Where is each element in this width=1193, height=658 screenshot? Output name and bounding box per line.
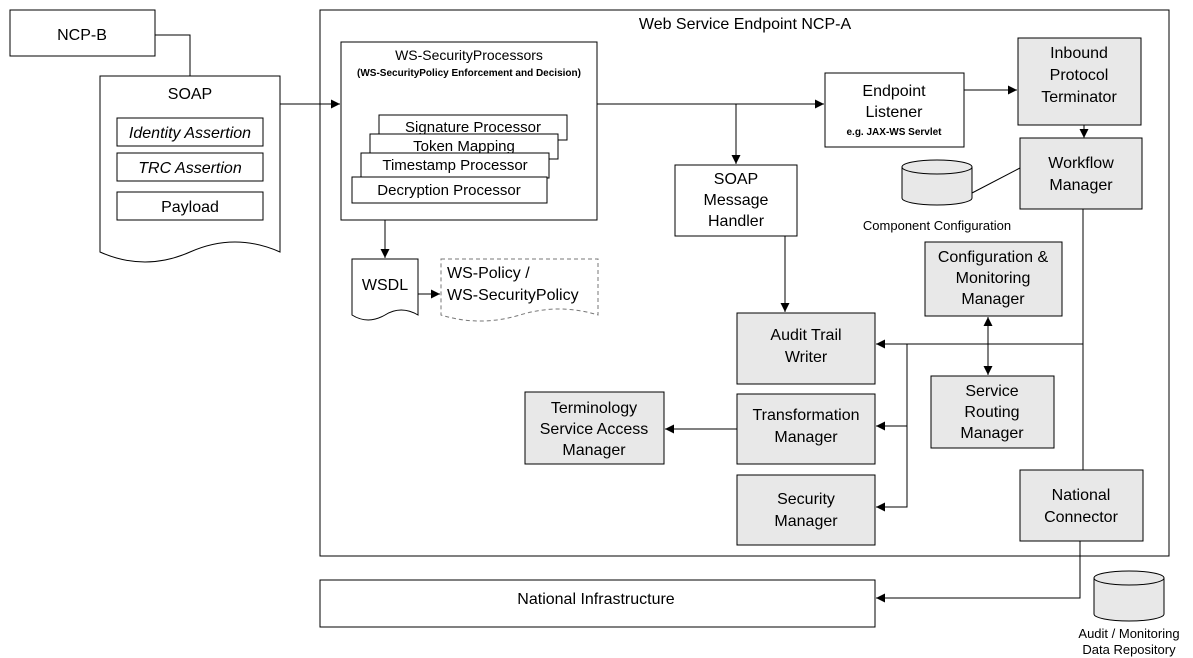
signature-processor-label: Signature Processor bbox=[405, 119, 541, 136]
soap-handler-line1: SOAP bbox=[714, 171, 758, 188]
national-infrastructure-label: National Infrastructure bbox=[517, 591, 675, 608]
connector-to-infrastructure-arrow bbox=[876, 541, 1081, 603]
ws-policy-label-line1: WS-Policy / bbox=[447, 265, 530, 282]
endpoint-listener-note: e.g. JAX-WS Servlet bbox=[846, 127, 942, 138]
ncp-b-label: NCP-B bbox=[57, 27, 107, 44]
national-connector-line2: Connector bbox=[1044, 509, 1118, 526]
terminology-line2: Service Access bbox=[540, 421, 648, 438]
config-monitoring-line1: Configuration & bbox=[938, 249, 1049, 266]
timestamp-processor-box bbox=[360, 152, 550, 179]
config-monitoring-line2: Monitoring bbox=[956, 270, 1031, 287]
audit-repository-database-icon bbox=[1093, 570, 1165, 622]
soap-handler-box bbox=[674, 164, 798, 237]
national-infrastructure-box bbox=[319, 579, 876, 628]
ws-security-title: WS-SecurityProcessors bbox=[395, 47, 543, 63]
ncp-b-connector bbox=[155, 34, 191, 76]
timestamp-processor-label: Timestamp Processor bbox=[382, 157, 527, 174]
trc-assertion-label: TRC Assertion bbox=[138, 160, 242, 177]
decryption-processor-box bbox=[351, 176, 548, 204]
ws-policy-document bbox=[440, 258, 599, 322]
service-routing-line3: Manager bbox=[960, 425, 1024, 442]
audit-repo-line1: Audit / Monitoring bbox=[1078, 626, 1179, 641]
wsdl-label: WSDL bbox=[362, 277, 408, 294]
decryption-processor-label: Decryption Processor bbox=[377, 182, 520, 199]
security-manager-box bbox=[736, 474, 876, 546]
endpoint-title: Web Service Endpoint NCP-A bbox=[639, 16, 852, 33]
national-connector-box bbox=[1019, 469, 1144, 542]
endpoint-container bbox=[319, 9, 1170, 557]
soap-title: SOAP bbox=[168, 86, 212, 103]
identity-assertion-label: Identity Assertion bbox=[129, 125, 251, 142]
workflow-to-config-line bbox=[971, 167, 1021, 194]
component-config-label: Component Configuration bbox=[863, 218, 1011, 233]
soap-handler-line3: Handler bbox=[708, 213, 765, 230]
ws-policy-label-line2: WS-SecurityPolicy bbox=[447, 287, 579, 304]
audit-repo-line2: Data Repository bbox=[1082, 642, 1176, 657]
audit-trail-line2: Writer bbox=[785, 349, 828, 366]
ncp-b-box bbox=[9, 9, 156, 57]
inbound-terminator-line3: Terminator bbox=[1041, 89, 1117, 106]
endpoint-listener-box bbox=[824, 72, 965, 148]
payload-box bbox=[116, 191, 264, 221]
service-routing-line1: Service bbox=[965, 383, 1018, 400]
config-monitoring-line3: Manager bbox=[961, 291, 1025, 308]
terminology-box bbox=[524, 391, 665, 465]
transformation-line1: Transformation bbox=[753, 407, 860, 424]
soap-handler-line2: Message bbox=[704, 192, 769, 209]
inbound-terminator-line1: Inbound bbox=[1050, 45, 1108, 62]
transformation-box bbox=[736, 393, 876, 465]
service-routing-box bbox=[930, 375, 1055, 449]
endpoint-listener-line2: Listener bbox=[866, 104, 924, 121]
identity-assertion-box bbox=[116, 117, 264, 147]
payload-label: Payload bbox=[161, 199, 219, 216]
trc-assertion-box bbox=[116, 152, 264, 182]
workflow-manager-line1: Workflow bbox=[1048, 155, 1114, 172]
security-manager-line2: Manager bbox=[774, 513, 838, 530]
audit-trail-box bbox=[736, 312, 876, 385]
security-manager-line1: Security bbox=[777, 491, 835, 508]
terminology-line1: Terminology bbox=[551, 400, 637, 417]
transformation-line2: Manager bbox=[774, 429, 838, 446]
workflow-manager-line2: Manager bbox=[1049, 177, 1113, 194]
service-routing-line2: Routing bbox=[964, 404, 1019, 421]
audit-trail-line1: Audit Trail bbox=[770, 327, 841, 344]
inbound-terminator-box bbox=[1017, 37, 1142, 126]
wsdl-document bbox=[351, 258, 419, 321]
config-monitoring-box bbox=[924, 241, 1063, 317]
terminology-line3: Manager bbox=[562, 442, 626, 459]
endpoint-listener-line1: Endpoint bbox=[862, 83, 926, 100]
ws-security-subtitle: (WS-SecurityPolicy Enforcement and Decis… bbox=[357, 68, 581, 79]
component-config-database-icon bbox=[901, 159, 973, 206]
workflow-manager-box bbox=[1019, 137, 1143, 210]
inbound-terminator-line2: Protocol bbox=[1050, 67, 1109, 84]
token-mapping-label: Token Mapping bbox=[413, 138, 515, 155]
national-connector-line1: National bbox=[1052, 487, 1111, 504]
